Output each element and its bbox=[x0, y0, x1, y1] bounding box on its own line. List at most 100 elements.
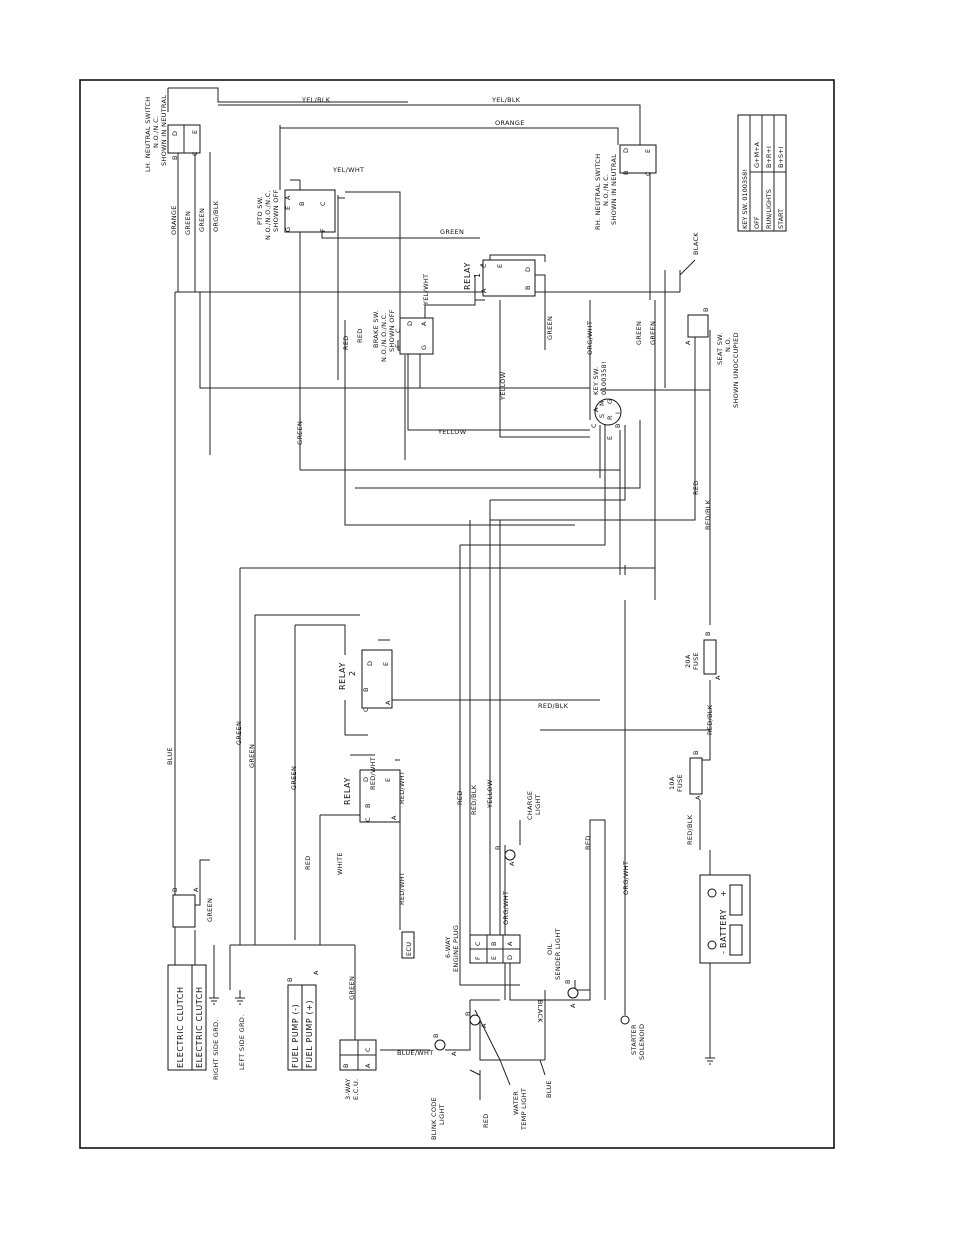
pin-label: A bbox=[714, 675, 722, 680]
left-ground-symbol bbox=[235, 990, 245, 1005]
seat-sw-label-3: SHOWN UNOCCUPIED bbox=[732, 332, 740, 408]
pin-label: B bbox=[702, 307, 710, 312]
wire-label: ORANGE bbox=[495, 119, 525, 127]
wire-label: RED bbox=[692, 480, 700, 495]
pin-label: A bbox=[192, 887, 200, 892]
wire-label: BLUE bbox=[545, 1080, 553, 1098]
pin-label: C bbox=[644, 171, 652, 176]
electric-clutch-2 bbox=[191, 964, 207, 1071]
fuel-pump-pos-label: FUEL PUMP (+) bbox=[305, 1000, 314, 1068]
left-ground-label: LEFT SIDE GRD. bbox=[238, 1015, 246, 1070]
pto-switch bbox=[284, 189, 336, 233]
pin-label: B bbox=[494, 845, 502, 850]
wire-label: RED bbox=[342, 335, 350, 350]
pin-label: C bbox=[394, 328, 402, 333]
wire-label: RED bbox=[356, 328, 364, 343]
wire-label: GREEN bbox=[348, 976, 356, 1000]
pin-label: F bbox=[474, 956, 482, 960]
pin-label: A bbox=[684, 340, 692, 345]
battery-terminal-neg bbox=[707, 940, 717, 950]
water-temp-light bbox=[469, 1014, 481, 1026]
pin-label: A bbox=[569, 1003, 577, 1008]
wire-label: RED/BLK bbox=[704, 499, 712, 530]
rh-neutral-label-3: SHOWN IN NEUTRAL bbox=[610, 154, 618, 225]
pin-label: B bbox=[342, 1063, 350, 1068]
battery-label: BATTERY bbox=[719, 909, 728, 948]
oil-sender-label-2: SENDER LIGHT bbox=[554, 928, 562, 980]
pin-label: B bbox=[298, 201, 306, 206]
pin-label: C bbox=[364, 1047, 372, 1052]
key-sw-label-2: 0100358! bbox=[600, 361, 608, 395]
pin-label: B bbox=[622, 170, 630, 175]
pin-label: I bbox=[614, 412, 622, 414]
pin-label: D bbox=[524, 267, 532, 272]
wire-label: RED bbox=[584, 835, 592, 850]
wire-label: GREEN bbox=[546, 316, 554, 340]
pin-label: S bbox=[598, 414, 606, 418]
electric-clutch-2-label: ELECTRIC CLUTCH bbox=[195, 986, 204, 1068]
pin-label: A bbox=[480, 1023, 488, 1028]
pin-label: A bbox=[420, 321, 428, 326]
key-table-row-3-contacts: B+S+I bbox=[777, 147, 785, 168]
pin-label: C bbox=[319, 201, 327, 206]
pin-label: B bbox=[362, 687, 370, 692]
pin-label: E bbox=[490, 956, 498, 960]
pin-label: D bbox=[362, 777, 370, 782]
wire-label: GREEN bbox=[198, 208, 206, 232]
wire-label: YELLOW bbox=[437, 428, 467, 436]
pin-label: D bbox=[171, 131, 179, 136]
pin-label: A bbox=[364, 1063, 372, 1068]
blink-code-label-1: BLINK CODE bbox=[430, 1097, 438, 1140]
pin-label: E bbox=[606, 436, 614, 440]
water-temp-label-2: TEMP LIGHT bbox=[520, 1088, 528, 1131]
pin-labels: B D C E E G B A C F C E D A G C A E D B … bbox=[171, 130, 722, 1068]
wire-label: GREEN bbox=[440, 228, 464, 236]
relay-1-label: RELAY bbox=[463, 262, 472, 290]
right-ground-label: RIGHT SIDE GRD. bbox=[212, 1019, 220, 1080]
pin-label: A bbox=[480, 288, 488, 293]
wire-label: ORG/WHT bbox=[586, 321, 594, 355]
seat-sw-label-2: N.O. bbox=[724, 337, 732, 352]
key-switch-table: KEY SW. 0100358! OFF G+M+A RUN/LIGHTS B+… bbox=[737, 114, 787, 232]
starter-label-2: SOLENOID bbox=[638, 1024, 646, 1060]
rh-neutral-label-2: N.O./N.C. bbox=[602, 174, 610, 206]
pin-label: G bbox=[284, 227, 292, 232]
wire-label: GREEN bbox=[649, 321, 657, 345]
wire-label: GREEN bbox=[296, 421, 304, 445]
pin-label: E bbox=[496, 264, 504, 268]
pin-label: E bbox=[644, 149, 652, 153]
wire-label: YEL/BLK bbox=[491, 96, 521, 104]
pin-label: D bbox=[622, 148, 630, 153]
relay-2-label: RELAY bbox=[338, 662, 347, 690]
lh-neutral-label-2: N.O./N.C. bbox=[152, 116, 160, 148]
fuel-pump-neg-label: FUEL PUMP (-) bbox=[291, 1004, 300, 1068]
wire-label: GREEN bbox=[635, 321, 643, 345]
ecu-3way-label-2: E.C.U. bbox=[352, 1079, 360, 1100]
clutch-switch bbox=[172, 894, 196, 928]
blink-code-light bbox=[434, 1039, 446, 1051]
engine-plug-label-1: 6-WAY bbox=[444, 936, 452, 958]
fuse-20a-label-2: FUSE bbox=[692, 652, 700, 670]
battery-neg-label: - bbox=[719, 951, 728, 955]
key-table-row-2-state: RUN/LIGHTS bbox=[765, 189, 773, 229]
charge-light-label-2: LIGHT bbox=[534, 794, 542, 815]
charge-light-label-1: CHARGE bbox=[526, 791, 534, 820]
wire-label: YELLOW bbox=[499, 371, 507, 401]
wire-label: RED/BLK bbox=[538, 702, 569, 710]
wire-label: GREEN bbox=[248, 744, 256, 768]
pin-label: A bbox=[312, 970, 320, 975]
starter-label-1: STARTER bbox=[630, 1024, 638, 1055]
wire-label: RED bbox=[304, 855, 312, 870]
pto-label-1: PTO SW. bbox=[256, 196, 264, 225]
wire-label: ORANGE bbox=[170, 205, 178, 235]
fuse-10a-label-1: 10A bbox=[668, 776, 676, 790]
relay-2 bbox=[361, 649, 393, 709]
starter-solenoid bbox=[620, 1015, 630, 1025]
ecu-label: ECU bbox=[405, 942, 413, 956]
pin-label: D bbox=[406, 321, 414, 326]
wire-label: WHITE bbox=[336, 852, 344, 875]
oil-sender-light bbox=[567, 987, 579, 999]
engine-plug-label-2: ENGINE PLUG bbox=[452, 925, 460, 972]
pin-label: B bbox=[464, 1011, 472, 1016]
